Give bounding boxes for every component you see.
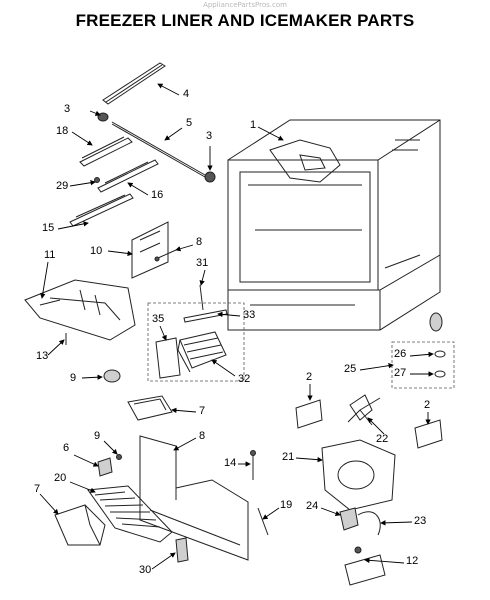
callout-8[interactable]: 8 <box>196 236 203 248</box>
part-rail[interactable] <box>102 62 166 105</box>
part-tray-10[interactable] <box>127 395 173 421</box>
part-fan-blade-24[interactable] <box>347 394 381 426</box>
part-screw-12[interactable] <box>116 454 122 460</box>
callout-22[interactable]: 20 <box>54 472 67 484</box>
part-bracket-19[interactable] <box>97 159 159 193</box>
callout-18[interactable]: 15 <box>42 222 55 234</box>
callout-21[interactable]: 18 <box>56 125 69 137</box>
callout-33[interactable]: 32 <box>238 373 251 385</box>
part-icemaker-33[interactable] <box>177 331 227 373</box>
part-damper-31[interactable] <box>175 537 189 563</box>
callout-4[interactable]: 4 <box>183 88 190 100</box>
part-freezer-liner[interactable] <box>227 119 441 331</box>
part-pad-right[interactable] <box>414 419 443 449</box>
part-fitting-9[interactable] <box>103 369 121 383</box>
part-bracket-21[interactable] <box>79 136 133 167</box>
callout-7[interactable]: 7 <box>34 483 41 495</box>
callout-19[interactable]: 16 <box>151 189 164 201</box>
icemaker-group-box <box>147 302 245 382</box>
part-knob-right[interactable] <box>204 171 216 183</box>
watermark: AppliancePartsPros.com <box>203 1 287 9</box>
part-clip-30[interactable] <box>94 177 100 183</box>
part-housing-14[interactable] <box>24 279 136 341</box>
callout-2-left[interactable]: 2 <box>306 371 313 383</box>
callout-27[interactable]: 25 <box>344 363 357 375</box>
part-washer-28[interactable] <box>434 350 446 358</box>
callout-25[interactable]: 23 <box>414 515 427 527</box>
part-screw-8[interactable] <box>154 249 177 262</box>
callout-23[interactable]: 21 <box>282 451 295 463</box>
part-panel-11[interactable] <box>139 435 249 561</box>
callout-20[interactable]: 19 <box>280 499 293 511</box>
part-rod[interactable] <box>111 121 206 178</box>
leader-lines <box>39 83 434 570</box>
callout-24[interactable]: 22 <box>376 433 389 445</box>
callout-14[interactable]: 11 <box>44 249 56 261</box>
callout-29[interactable]: 27 <box>394 367 407 379</box>
part-assembly-27[interactable] <box>429 312 443 332</box>
callout-17[interactable]: 14 <box>224 457 237 469</box>
part-block-7[interactable] <box>54 504 106 546</box>
callout-5[interactable]: 5 <box>186 117 193 129</box>
callout-35[interactable]: 35 <box>152 313 165 325</box>
part-bracket-18[interactable] <box>69 193 134 227</box>
callout-11[interactable]: 8 <box>199 430 206 442</box>
callout-2-right[interactable]: 2 <box>424 399 431 411</box>
callout-9[interactable]: 9 <box>70 372 77 384</box>
callout-15[interactable]: 12 <box>406 555 419 567</box>
diagram-title: FREEZER LINER AND ICEMAKER PARTS <box>75 11 415 30</box>
callout-10[interactable]: 7 <box>199 405 206 417</box>
part-harness-25[interactable] <box>357 511 381 536</box>
part-bracket-6[interactable] <box>97 457 113 477</box>
part-motor-26[interactable] <box>339 507 359 531</box>
part-washer-29[interactable] <box>434 370 446 378</box>
callout-12[interactable]: 9 <box>94 430 101 442</box>
callout-3-right[interactable]: 3 <box>206 130 213 142</box>
part-rod-20[interactable] <box>257 507 269 536</box>
callout-31[interactable]: 30 <box>139 564 152 576</box>
part-cover-35[interactable] <box>155 337 181 379</box>
part-grille-22[interactable] <box>87 485 173 543</box>
part-rail-34[interactable] <box>183 309 228 323</box>
callout-28[interactable]: 26 <box>394 348 407 360</box>
part-fan-housing-23[interactable] <box>321 439 396 511</box>
callout-1[interactable]: 1 <box>250 119 257 131</box>
callout-32[interactable]: 31 <box>196 257 209 269</box>
callout-26[interactable]: 24 <box>306 500 319 512</box>
part-rod-32[interactable] <box>199 284 204 311</box>
callout-13[interactable]: 10 <box>90 245 103 257</box>
callout-3-left[interactable]: 3 <box>64 103 71 115</box>
part-pad-left[interactable] <box>295 399 323 429</box>
part-thermistor-17[interactable] <box>250 450 256 481</box>
callout-6[interactable]: 6 <box>63 442 70 454</box>
part-bracket-15[interactable] <box>344 546 386 586</box>
callout-16[interactable]: 13 <box>36 350 49 362</box>
part-knob-left[interactable] <box>97 112 109 122</box>
part-plate-13[interactable] <box>131 221 169 279</box>
callout-34[interactable]: 33 <box>243 309 256 321</box>
callout-30[interactable]: 29 <box>56 180 69 192</box>
